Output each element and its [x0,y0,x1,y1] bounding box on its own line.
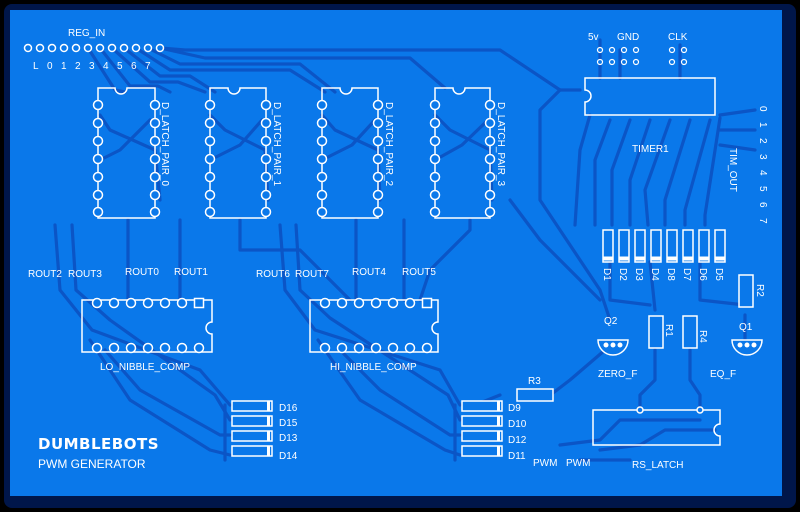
d-latch-pair-0-label: D_LATCH_PAIR_0 [159,102,170,187]
diode-d8-label: D8 [665,268,676,281]
pwm-label-2: PWM [566,458,590,469]
diode-d11-label: D11 [508,451,526,462]
tim-out-pin-1: 1 [757,122,768,128]
hi-nibble-comp: HI_NIBBLE_COMP [309,297,439,373]
diode-d2-label: D2 [617,268,628,281]
tim-out-pin-5: 5 [757,186,768,192]
diode-d10-label: D10 [508,419,527,430]
resistor-r2-label: R2 [754,284,765,297]
diodes-left: D16 D15 D13 D14 [231,400,298,462]
timer1: 5v GND CLK TIMER1 TIM_OUT 0 1 2 3 4 5 6 … [584,32,768,224]
lo-nibble-comp-label: LO_NIBBLE_COMP [100,362,190,373]
diode-d15-label: D15 [279,418,298,429]
reg-in-pin-0: 0 [47,61,53,72]
diode-d12-label: D12 [508,435,527,446]
diode-d6-label: D6 [697,268,708,281]
reg-in-header: REG_IN L 0 1 2 3 4 5 6 7 [23,28,165,72]
route-labels: ROUT2 ROUT3 ROUT0 ROUT1 ROUT6 ROUT7 ROUT… [28,267,436,280]
rout4-label: ROUT4 [352,267,386,278]
rout1-label: ROUT1 [174,267,208,278]
board-title: PWM GENERATOR [38,457,146,471]
reg-in-pin-4: 4 [103,61,109,72]
diode-d1-label: D1 [601,268,612,281]
rs-latch: RS_LATCH PWM PWM [533,406,721,471]
rout0-label: ROUT0 [125,267,159,278]
transistor-q2: Q2 [597,316,629,356]
resistor-r3-label: R3 [528,376,541,387]
rout6-label: ROUT6 [256,269,290,280]
resistor-r4: R4 [682,315,708,349]
zero-flag-label: ZERO_F [598,369,637,380]
transistor-q1-label: Q1 [739,322,753,333]
d-latch-pair-3: D_LATCH_PAIR_3 [429,87,506,219]
supply-gnd-label: GND [617,32,639,43]
d-latch-pair-2-label: D_LATCH_PAIR_2 [383,102,394,187]
pwm-label-1: PWM [533,458,557,469]
reg-in-pin-3: 3 [89,61,95,72]
resistor-r1: R1 [648,315,674,349]
rout2-label: ROUT2 [28,269,62,280]
diode-d5-label: D5 [713,268,724,281]
diode-d9-label: D9 [508,403,521,414]
diode-d7-label: D7 [681,268,692,281]
eq-flag-label: EQ_F [710,369,736,380]
transistor-q2-label: Q2 [604,316,618,327]
reg-in-pin-7: 7 [145,61,151,72]
d-latch-pair-1: D_LATCH_PAIR_1 [204,87,282,219]
diode-d13-label: D13 [279,433,298,444]
resistor-r4-label: R4 [697,330,708,343]
diode-d16-label: D16 [279,403,298,414]
tim-out-pin-2: 2 [757,138,768,144]
diode-d4-label: D4 [649,268,660,281]
brand-logo: DUMBLEBOTS [38,435,159,453]
rout5-label: ROUT5 [402,267,436,278]
resistor-r1-label: R1 [663,324,674,337]
tim-out-pin-0: 0 [757,106,768,112]
diode-d3-label: D3 [633,268,644,281]
tim-out-pin-3: 3 [757,154,768,160]
rout7-label: ROUT7 [295,269,329,280]
reg-in-label: REG_IN [68,28,105,39]
hi-nibble-comp-label: HI_NIBBLE_COMP [330,362,417,373]
reg-in-pin-2: 2 [75,61,81,72]
traces [53,38,757,462]
lo-nibble-comp: LO_NIBBLE_COMP [81,297,213,373]
d-latch-pair-0: D_LATCH_PAIR_0 [92,87,170,219]
resistor-r3: R3 [516,376,554,402]
reg-in-pin-1: 1 [61,61,67,72]
diodes-right: D9 D10 D12 D11 [461,400,527,462]
transistor-q1: Q1 [731,322,763,356]
supply-5v-label: 5v [588,32,599,43]
resistor-r2: R2 [738,274,765,308]
d-latch-pair-2: D_LATCH_PAIR_2 [316,87,394,219]
tim-out-pin-6: 6 [757,202,768,208]
reg-in-pin-6: 6 [131,61,137,72]
tim-out-pin-4: 4 [757,170,768,176]
rs-latch-label: RS_LATCH [632,460,684,471]
timer1-label: TIMER1 [632,144,669,155]
clk-label: CLK [668,32,688,43]
reg-in-pin-5: 5 [117,61,123,72]
tim-out-label: TIM_OUT [727,148,738,192]
tim-out-pin-7: 7 [757,218,768,224]
rout3-label: ROUT3 [68,269,102,280]
d-latch-pair-3-label: D_LATCH_PAIR_3 [495,102,506,187]
reg-in-pin-l: L [33,61,39,72]
diode-d14-label: D14 [279,451,298,462]
d-latch-pair-1-label: D_LATCH_PAIR_1 [271,102,282,187]
diode-bank: D1 D2 D3 D4 D8 D7 D6 D5 [601,229,726,281]
